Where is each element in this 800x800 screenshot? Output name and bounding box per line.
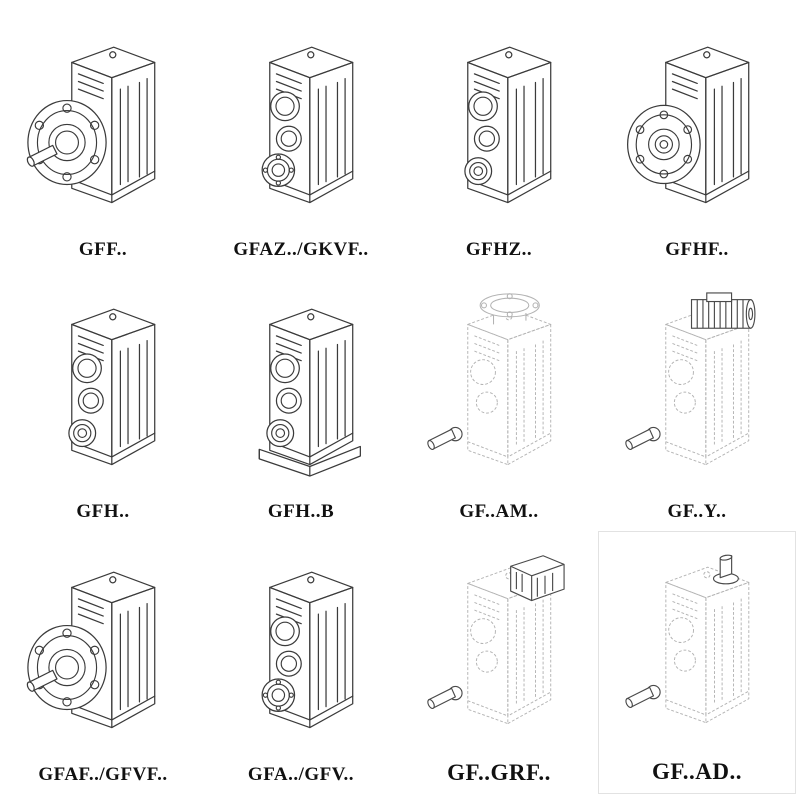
product-cell-gfh-b: GFH..B: [202, 269, 400, 532]
product-cell-gfhf: GFHF..: [598, 6, 796, 269]
product-cell-gfa-gfv: GFA../GFV..: [202, 531, 400, 794]
product-label: GF..Y..: [667, 501, 727, 523]
product-label: GFF..: [78, 238, 128, 260]
product-cell-gf-am: GF..AM..: [400, 269, 598, 532]
gearbox-flange-shaft-drawing: [14, 555, 192, 760]
gearbox-base-mount-drawing: [212, 292, 390, 497]
product-label: GFHZ..: [465, 238, 533, 260]
gearbox-bores-flange-drawing: [212, 555, 390, 760]
gearbox-input-adapter-drawing: [410, 551, 588, 756]
gearbox-top-input-flange-drawing: [410, 292, 588, 497]
product-label: GFH..B: [267, 501, 335, 523]
gearbox-hollow-shaft-drawing: [410, 30, 588, 235]
product-cell-gfhz: GFHZ..: [400, 6, 598, 269]
product-cell-gfaf-gfvf: GFAF../GFVF..: [4, 531, 202, 794]
gearbox-bores-flange-drawing: [212, 30, 390, 235]
product-cell-gfaz-gkvf: GFAZ../GKVF..: [202, 6, 400, 269]
product-label: GF..GRF..: [447, 759, 551, 785]
product-label: GFH..: [76, 501, 130, 523]
product-cell-gfh: GFH..: [4, 269, 202, 532]
gearbox-top-input-shaft-drawing: [609, 550, 786, 755]
product-cell-gf-grf: GF..GRF..: [400, 531, 598, 794]
product-label: GFHF..: [665, 238, 729, 260]
gearbox-bearing-drawing: [14, 292, 192, 497]
gearbox-flange-shaft-drawing: [14, 30, 192, 235]
product-cell-gff: GFF..: [4, 6, 202, 269]
product-grid: GFF.. GFAZ../GKVF.. GFHZ.. GFHF.. GFH.. …: [4, 6, 796, 794]
product-cell-gf-ad: GF..AD..: [598, 531, 796, 794]
product-label: GF..AM..: [459, 501, 539, 523]
product-cell-gf-y: GF..Y..: [598, 269, 796, 532]
product-label: GFAZ../GKVF..: [233, 238, 369, 260]
product-label: GFA../GFV..: [247, 763, 355, 785]
gearbox-front-flange-drawing: [608, 30, 786, 235]
product-label: GF..AD..: [651, 758, 743, 784]
gearmotor-drawing: [608, 292, 786, 497]
product-label: GFAF../GFVF..: [38, 763, 168, 785]
